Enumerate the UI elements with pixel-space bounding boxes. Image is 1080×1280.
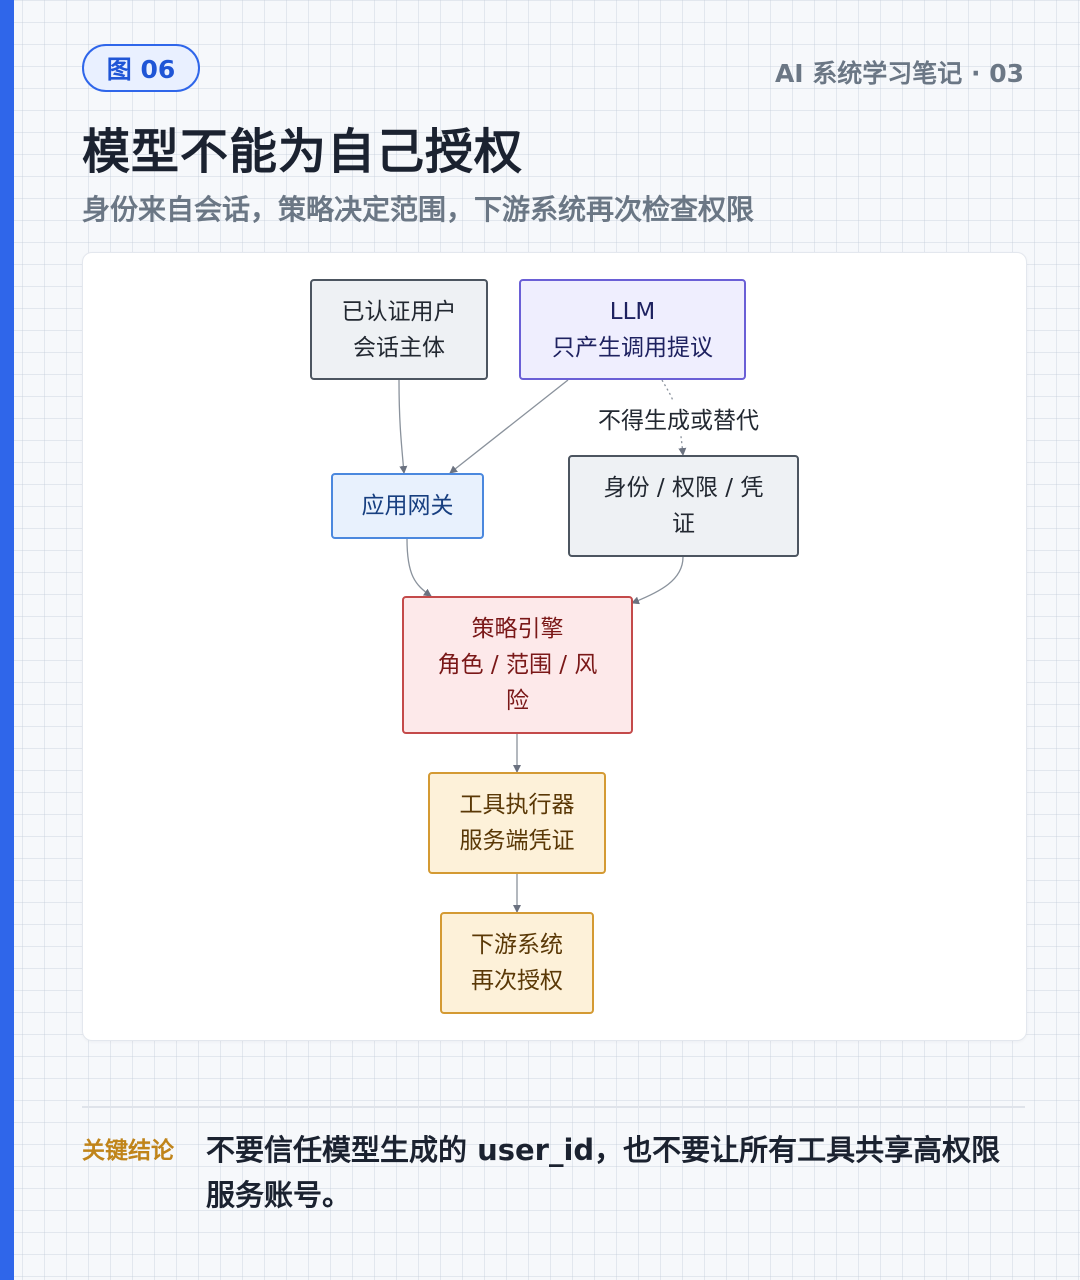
series-label: AI 系统学习笔记 · 03	[774, 59, 1024, 88]
page-subtitle: 身份来自会话，策略决定范围，下游系统再次检查权限	[82, 193, 755, 226]
page-title: 模型不能为自己授权	[82, 124, 524, 180]
node-downstream-line2: 再次授权	[471, 968, 563, 994]
edge-llm-to-gateway	[449, 379, 569, 474]
node-tool-executor: 工具执行器 服务端凭证	[428, 772, 606, 874]
node-executor-line2: 服务端凭证	[459, 828, 575, 854]
node-policy-engine: 策略引擎 角色 / 范围 / 风 险	[402, 596, 633, 734]
node-app-gateway: 应用网关	[331, 473, 484, 539]
node-authenticated-user-line1: 已认证用户	[341, 298, 457, 325]
node-policy-line1: 策略引擎	[471, 616, 564, 642]
edge-label-no-generate: 不得生成或替代	[594, 401, 763, 435]
node-app-gateway-line1: 应用网关	[361, 493, 454, 519]
conclusion-text: 不要信任模型生成的 user_id，也不要让所有工具共享高权限服务账号。	[206, 1133, 1001, 1212]
node-downstream-system: 下游系统 再次授权	[440, 912, 594, 1014]
node-llm: LLM 只产生调用提议	[519, 279, 746, 380]
node-executor-line1: 工具执行器	[459, 792, 575, 818]
edge-identity-to-policy	[631, 556, 684, 605]
edge-gateway-to-policy	[406, 538, 432, 597]
node-downstream-line1: 下游系统	[471, 932, 563, 958]
node-identity-line1: 身份 / 权限 / 凭	[603, 475, 764, 501]
node-authenticated-user-line2: 会话主体	[353, 334, 445, 361]
figure-badge: 图 06	[82, 44, 200, 92]
node-llm-line1: LLM	[609, 298, 656, 325]
section-divider	[82, 1106, 1025, 1108]
node-identity-permission-credential: 身份 / 权限 / 凭 证	[568, 455, 799, 557]
accent-bar	[0, 0, 14, 1280]
node-identity-line2: 证	[672, 511, 695, 537]
node-llm-line2: 只产生调用提议	[552, 334, 713, 361]
edge-user-to-gateway	[398, 379, 408, 474]
node-policy-line3: 险	[506, 688, 529, 714]
conclusion-label: 关键结论	[82, 1138, 174, 1164]
node-authenticated-user: 已认证用户 会话主体	[310, 279, 488, 380]
node-policy-line2: 角色 / 范围 / 风	[437, 652, 598, 678]
